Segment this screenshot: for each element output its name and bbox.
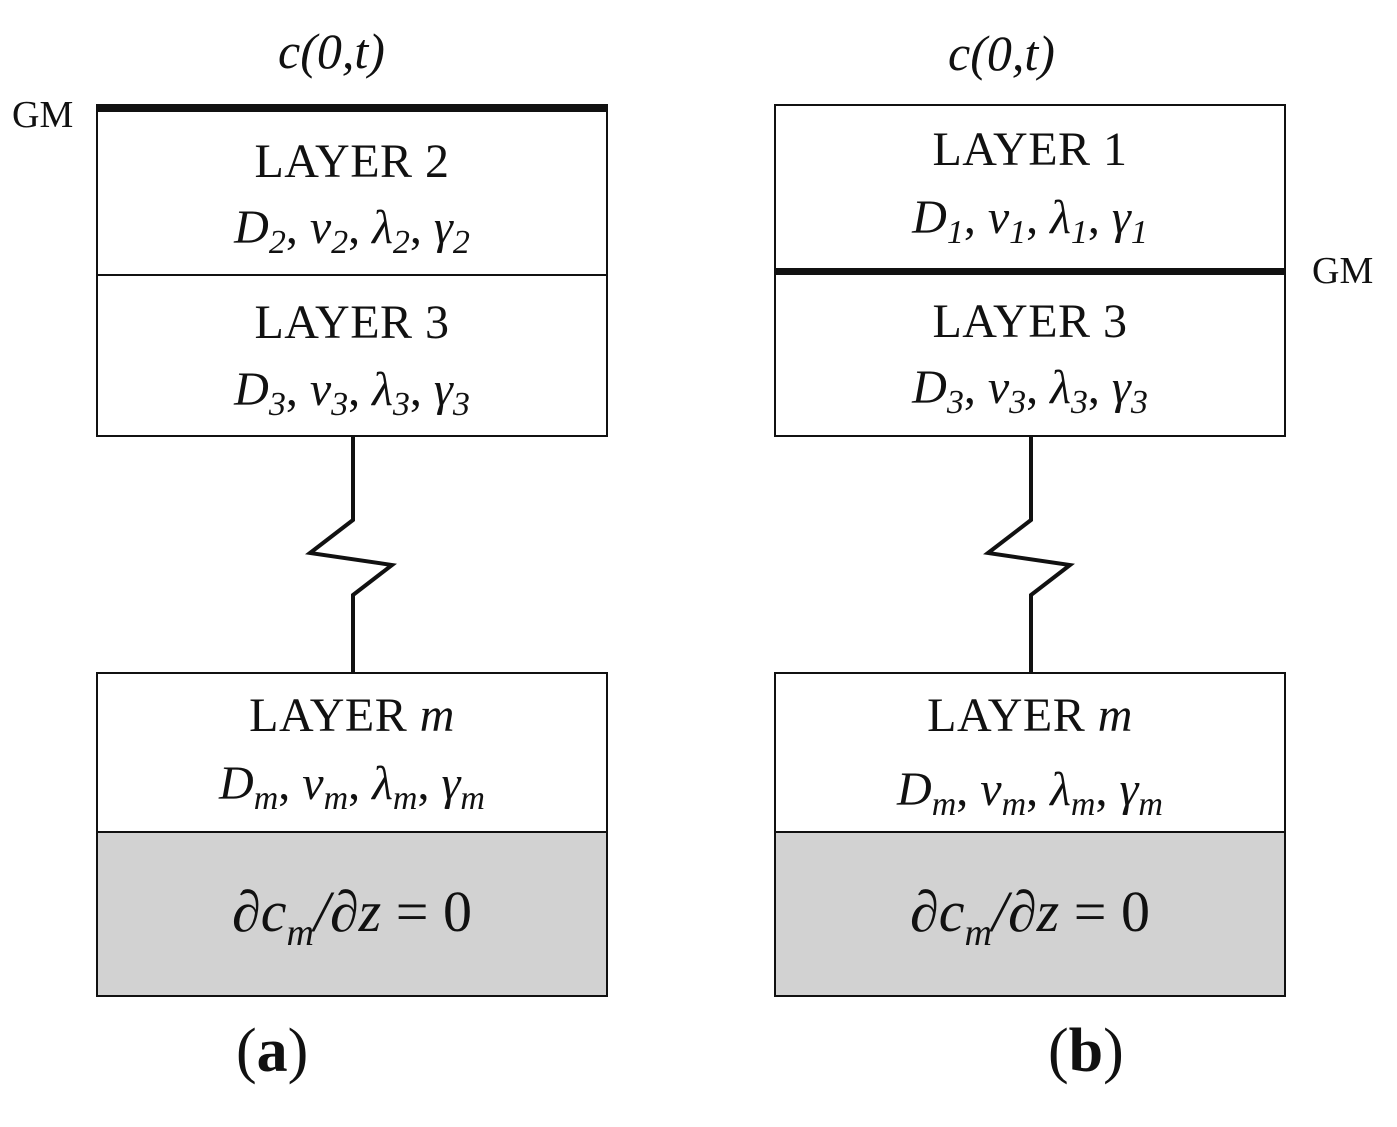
boundary-condition-region: ∂cm/∂z = 0 <box>776 831 1284 995</box>
surface-concentration-title: c(0,t) <box>948 25 1055 81</box>
layer-parameters: D3, v3, λ3, γ3 <box>234 363 470 423</box>
panel-a: c(0,t) GM LAYER 2 D2, v2, λ2, γ2 LAYER 3… <box>0 0 690 1127</box>
boundary-condition-equation: ∂cm/∂z = 0 <box>910 879 1150 954</box>
layer-divider <box>98 274 606 276</box>
gm-label: GM <box>12 94 74 136</box>
layer-label: LAYER m <box>249 689 455 742</box>
layer-parameters: Dm, vm, λm, γm <box>897 763 1163 823</box>
layer-label: LAYER 2 <box>254 135 450 188</box>
panel-caption: (b) <box>1048 1017 1124 1085</box>
boundary-condition-region: ∂cm/∂z = 0 <box>98 831 606 995</box>
surface-concentration-title: c(0,t) <box>278 23 385 79</box>
bottom-layer-box: LAYER m Dm, vm, λm, γm ∂cm/∂z = 0 <box>96 672 608 997</box>
gm-label: GM <box>1312 250 1374 292</box>
layer-parameters: D2, v2, λ2, γ2 <box>234 201 470 261</box>
layer-label: LAYER 3 <box>254 296 450 349</box>
upper-layers-box: LAYER 1 D1, v1, λ1, γ1 LAYER 3 D3, v3, λ… <box>774 104 1286 437</box>
panel-b: c(0,t) LAYER 1 D1, v1, λ1, γ1 LAYER 3 D3… <box>678 0 1373 1127</box>
gm-membrane-line <box>96 104 608 111</box>
boundary-condition-equation: ∂cm/∂z = 0 <box>232 879 472 954</box>
gm-membrane-line <box>776 268 1284 275</box>
layer-parameters: D3, v3, λ3, γ3 <box>912 361 1148 421</box>
layer-break-symbol <box>983 435 1075 675</box>
upper-layers-box: LAYER 2 D2, v2, λ2, γ2 LAYER 3 D3, v3, λ… <box>96 110 608 437</box>
bottom-layer-box: LAYER m Dm, vm, λm, γm ∂cm/∂z = 0 <box>774 672 1286 997</box>
panel-caption: (a) <box>236 1017 309 1085</box>
layer-label: LAYER m <box>927 689 1133 742</box>
layer-parameters: D1, v1, λ1, γ1 <box>912 191 1148 251</box>
layer-parameters: Dm, vm, λm, γm <box>219 757 485 817</box>
layer-label: LAYER 3 <box>932 295 1128 348</box>
layer-break-symbol <box>305 435 397 675</box>
layer-label: LAYER 1 <box>932 123 1128 176</box>
